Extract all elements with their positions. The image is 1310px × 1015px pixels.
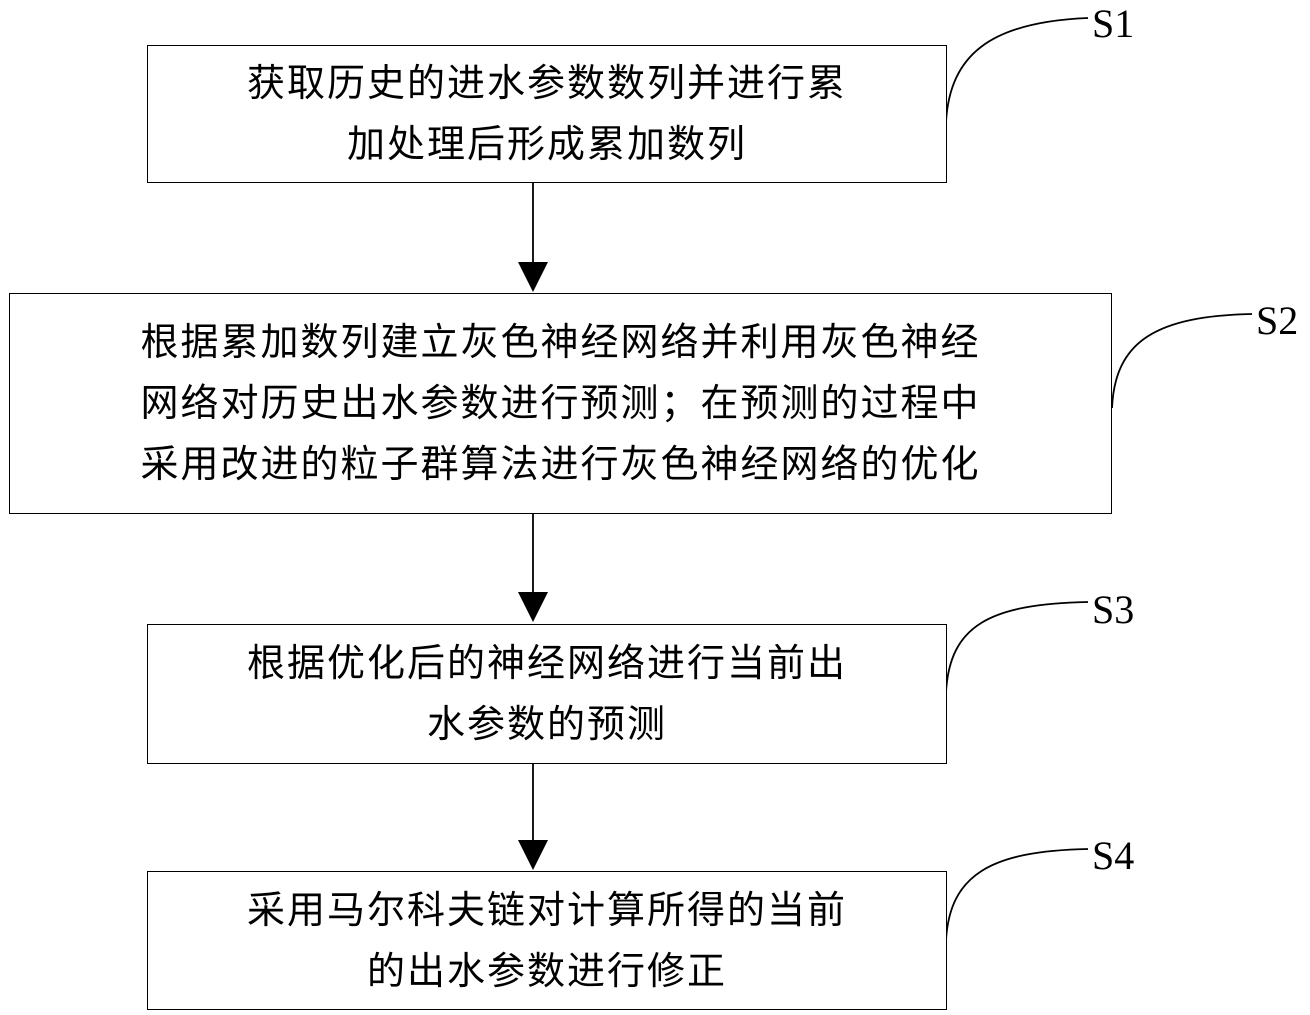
step-box-s3: 根据优化后的神经网络进行当前出 水参数的预测 [147, 624, 947, 764]
arrow-s3-to-s4 [518, 764, 548, 870]
step-s3-text-line-2: 水参数的预测 [426, 702, 667, 746]
leader-curve-s4 [945, 848, 1089, 941]
step-label-s3: S3 [1092, 587, 1135, 632]
leader-curve-s3 [945, 601, 1089, 693]
step-s3-text-line-1: 根据优化后的神经网络进行当前出 [246, 641, 847, 685]
leader-curve-s2 [1111, 313, 1253, 409]
step-label-s1: S1 [1092, 1, 1135, 46]
step-label-s2: S2 [1256, 298, 1299, 343]
step-label-s4: S4 [1092, 833, 1135, 878]
step-box-s2: 根据累加数列建立灰色神经网络并利用灰色神经 网络对历史出水参数进行预测；在预测的… [9, 293, 1112, 514]
arrow-s1-to-s2 [518, 183, 548, 292]
step-box-s1: 获取历史的进水参数数列并进行累 加处理后形成累加数列 [147, 45, 947, 183]
step-s4-text-line-2: 的出水参数进行修正 [366, 948, 727, 993]
arrow-s2-to-s3 [518, 514, 548, 622]
step-s4-text-line-1: 采用马尔科夫链对计算所得的当前 [246, 887, 847, 932]
step-s2-text-line-2: 网络对历史出水参数进行预测；在预测的过程中 [140, 381, 981, 425]
step-s2-text-line-1: 根据累加数列建立灰色神经网络并利用灰色神经 [140, 320, 981, 364]
step-s2-text-line-3: 采用改进的粒子群算法进行灰色神经网络的优化 [140, 442, 981, 486]
step-s1-text-line-1: 获取历史的进水参数数列并进行累 [246, 61, 847, 105]
step-s1-text-line-2: 加处理后形成累加数列 [346, 122, 747, 166]
leader-curve-s1 [945, 17, 1089, 123]
step-box-s4: 采用马尔科夫链对计算所得的当前 的出水参数进行修正 [147, 871, 947, 1010]
